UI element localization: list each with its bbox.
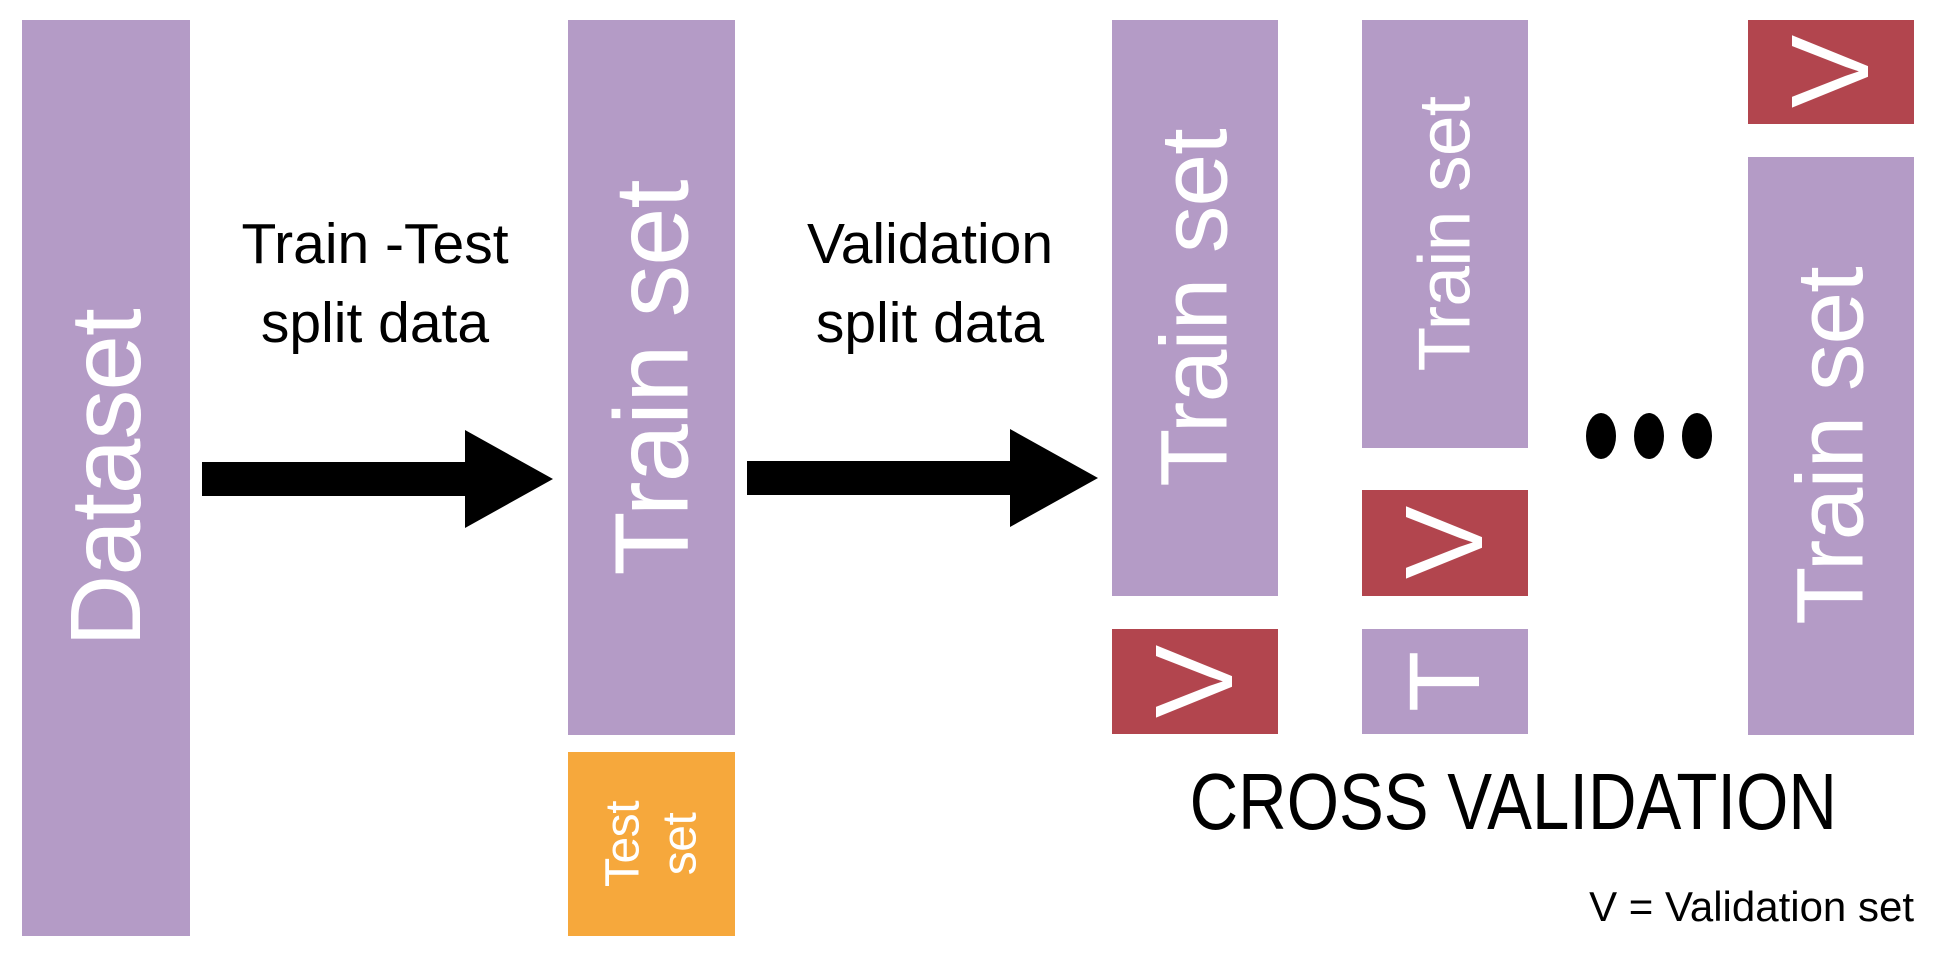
right-arrow-icon <box>747 429 1098 527</box>
ellipsis-dot <box>1682 413 1712 459</box>
fold2-test-label: T <box>1389 651 1501 712</box>
dataset-bar-label: Dataset <box>50 309 162 647</box>
fold1-validation-block: V <box>1112 629 1278 734</box>
test-set-block-label: Test set <box>595 801 708 887</box>
fold3-validation-block: V <box>1748 20 1914 124</box>
test-set-block: Test set <box>568 752 735 936</box>
train-test-split-caption-line2: split data <box>260 291 490 355</box>
ellipsis-dots <box>1586 412 1712 460</box>
fold2-test-block: T <box>1362 629 1528 734</box>
fold1-train-set-label: Train set <box>1141 129 1248 487</box>
train-set-bar: Train set <box>568 20 735 735</box>
fold2-train-set-label: Train set <box>1404 96 1486 372</box>
fold2-train-set-bar: Train set <box>1362 20 1528 448</box>
cross-validation-title-text: CROSS VALIDATION <box>1189 757 1837 846</box>
train-set-bar-label: Train set <box>593 179 710 576</box>
ellipsis-dot <box>1586 413 1616 459</box>
train-test-split-caption: Train -Test split data <box>215 205 535 363</box>
fold3-train-set-label: Train set <box>1777 267 1884 625</box>
test-set-label-line2: set <box>652 812 706 876</box>
right-arrow-icon <box>202 430 553 528</box>
fold1-train-set-bar: Train set <box>1112 20 1278 596</box>
fold2-validation-block: V <box>1362 490 1528 596</box>
fold3-train-set-bar: Train set <box>1748 157 1914 735</box>
fold3-validation-label: V <box>1769 35 1892 109</box>
fold2-validation-label: V <box>1383 506 1506 580</box>
test-set-label-line1: Test <box>595 800 649 888</box>
cross-validation-title: CROSS VALIDATION <box>1112 762 1914 842</box>
validation-set-legend: V = Validation set <box>1589 883 1914 930</box>
ellipsis-dot <box>1634 413 1664 459</box>
fold1-validation-label: V <box>1133 645 1256 718</box>
dataset-bar: Dataset <box>22 20 190 936</box>
validation-split-caption-line1: Validation <box>806 212 1054 276</box>
validation-split-caption: Validation split data <box>770 205 1090 363</box>
validation-split-caption-line2: split data <box>815 291 1045 355</box>
train-test-split-caption-line1: Train -Test <box>241 212 509 276</box>
